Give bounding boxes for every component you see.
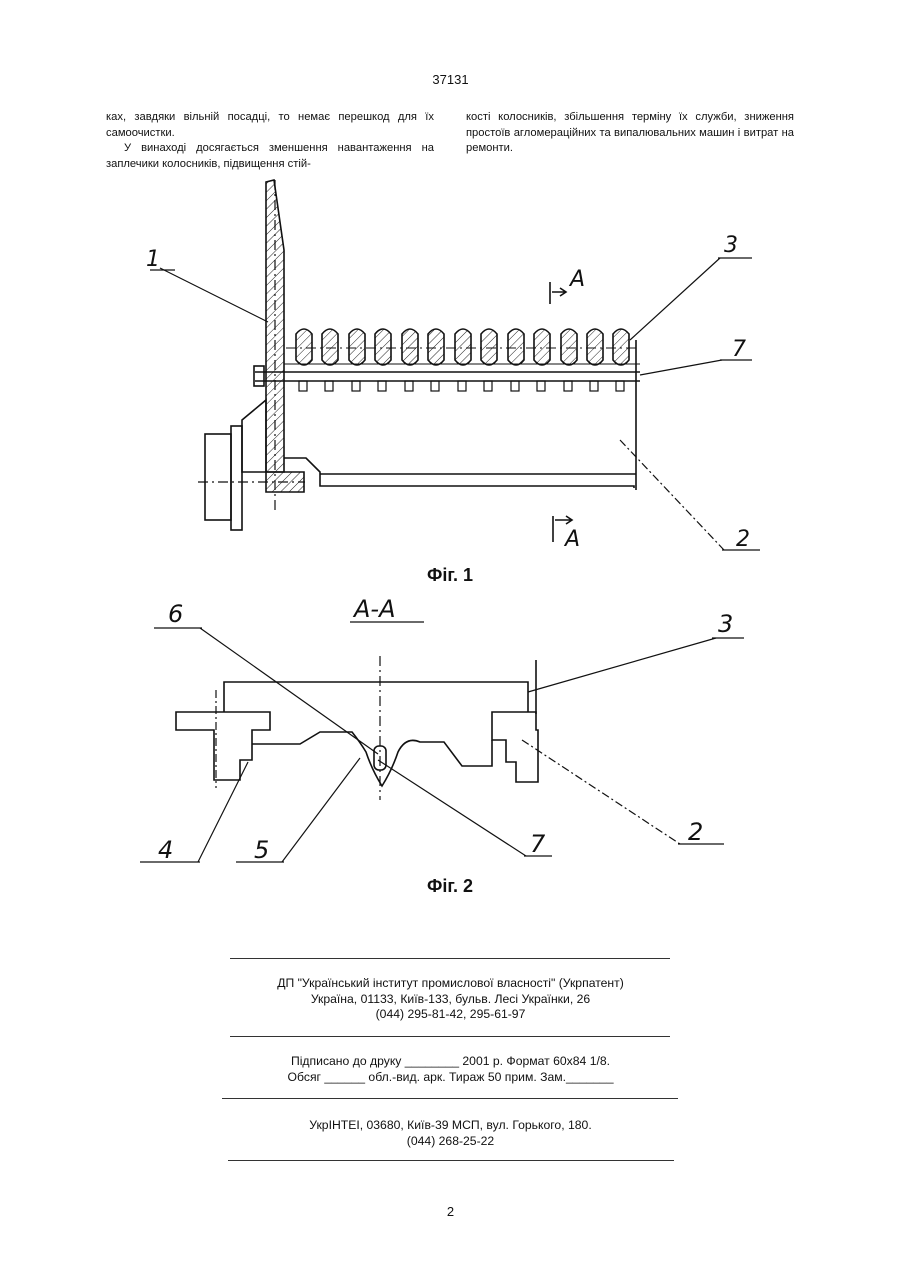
paragraph: У винаході досягається зменшення наванта… — [106, 141, 434, 172]
figure-2-drawing: A-A 6 3 7 5 4 2 — [140, 592, 760, 872]
printer-info: УкрІНТЕІ, 03680, Київ-39 МСП, вул. Горьк… — [0, 1118, 901, 1149]
figure-1-drawing: 1 3 7 2 A A — [130, 170, 780, 565]
publisher-line: ДП "Український інститут промислової вла… — [0, 976, 901, 992]
publisher-info: ДП "Український інститут промислової вла… — [0, 976, 901, 1023]
printer-line: УкрІНТЕІ, 03680, Київ-39 МСП, вул. Горьк… — [0, 1118, 901, 1134]
figure-2-label-5: 5 — [254, 836, 269, 864]
figure-2-label-7: 7 — [530, 830, 546, 858]
paragraph: кості колосників, збільшення терміну їх … — [466, 110, 794, 157]
figure-2-label-3: 3 — [718, 610, 733, 638]
printer-line: (044) 268-25-22 — [0, 1134, 901, 1150]
divider — [230, 1036, 670, 1037]
figure-2-caption: Фіг. 2 — [350, 876, 550, 897]
figure-2-section-title: A-A — [352, 595, 396, 623]
page-number-bottom: 2 — [0, 1204, 901, 1219]
print-line: Обсяг ______ обл.-вид. арк. Тираж 50 при… — [0, 1070, 901, 1086]
figure-1-label-3: 3 — [724, 233, 738, 258]
figure-1-section-a-top: A — [568, 267, 585, 292]
figure-2-label-6: 6 — [168, 600, 183, 628]
print-info: Підписано до друку ________ 2001 р. Форм… — [0, 1054, 901, 1085]
figure-1-label-2: 2 — [736, 527, 750, 552]
text-column-left: ках, завдяки вільній посадці, то немає п… — [106, 110, 434, 172]
figure-1-label-1: 1 — [146, 247, 160, 272]
paragraph: ках, завдяки вільній посадці, то немає п… — [106, 110, 434, 141]
figure-1-caption: Фіг. 1 — [350, 565, 550, 586]
figure-1-label-7: 7 — [732, 337, 746, 362]
publisher-line: (044) 295-81-42, 295-61-97 — [0, 1007, 901, 1023]
divider — [222, 1098, 678, 1099]
figure-2-label-4: 4 — [158, 836, 173, 864]
divider — [228, 1160, 674, 1161]
figure-2-label-2: 2 — [688, 818, 703, 846]
text-column-right: кості колосників, збільшення терміну їх … — [466, 110, 794, 157]
print-line: Підписано до друку ________ 2001 р. Форм… — [0, 1054, 901, 1070]
publisher-line: Україна, 01133, Київ-133, бульв. Лесі Ук… — [0, 992, 901, 1008]
divider — [230, 958, 670, 959]
figure-1-section-a-bottom: A — [563, 527, 580, 552]
page-number-top: 37131 — [0, 72, 901, 87]
